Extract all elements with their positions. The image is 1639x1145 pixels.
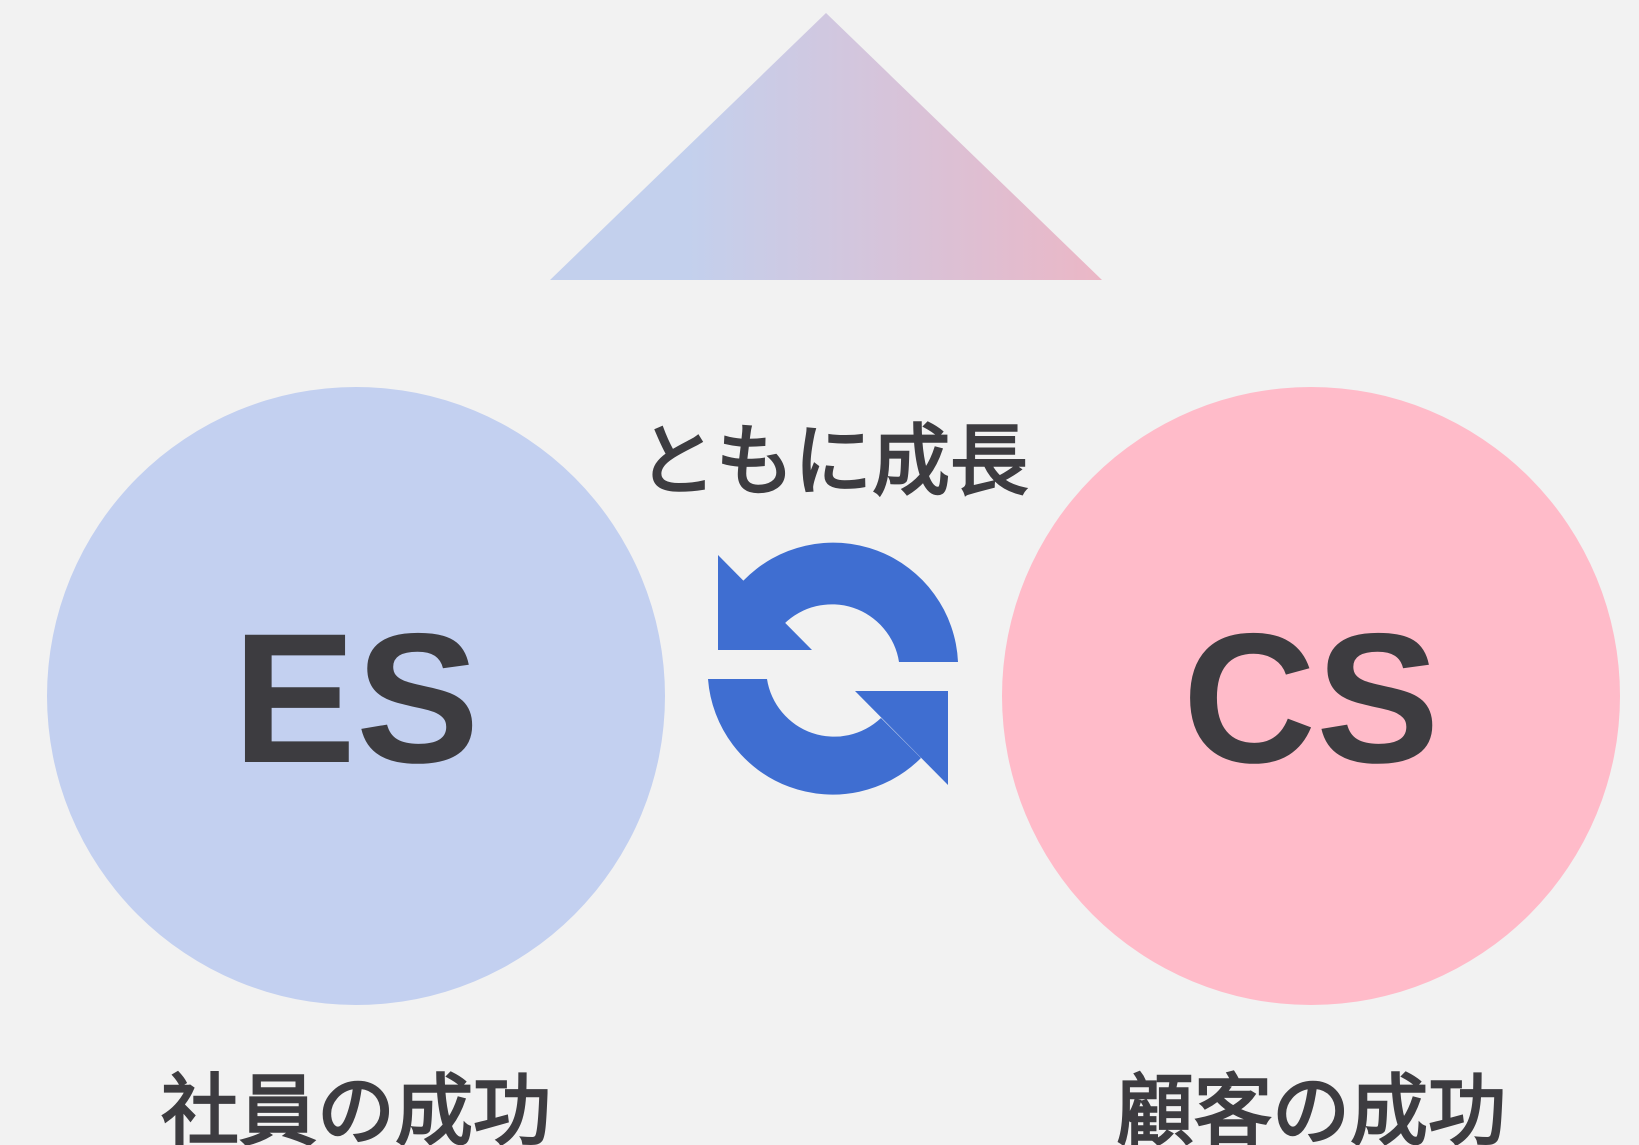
cs-circle [1002, 387, 1620, 1005]
refresh-cycle-icon [708, 542, 958, 795]
es-label: ES [233, 596, 480, 802]
cs-label: CS [1183, 596, 1440, 802]
top-triangle [550, 13, 1102, 280]
es-caption: 社員の成功 [161, 1067, 551, 1145]
cs-caption: 顧客の成功 [1116, 1067, 1506, 1145]
es-circle [47, 387, 665, 1005]
center-label: ともに成長 [638, 417, 1029, 507]
